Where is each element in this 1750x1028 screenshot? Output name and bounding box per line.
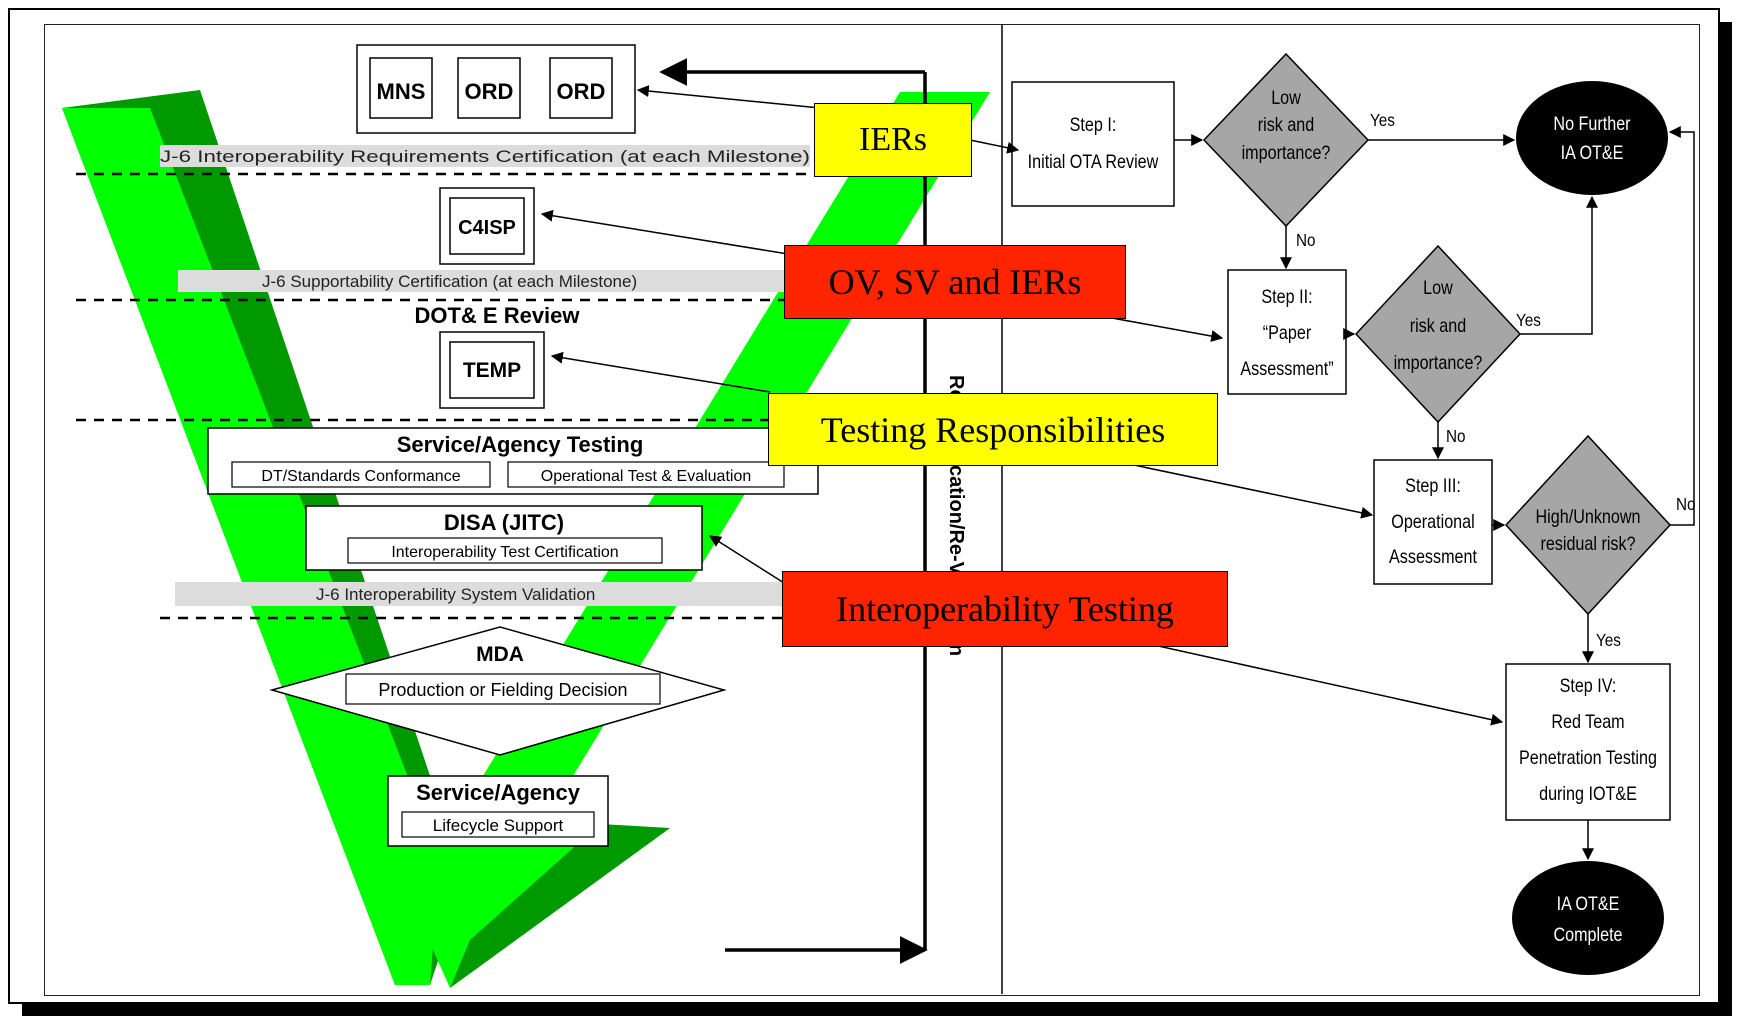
doc-mns-frame [369, 57, 433, 119]
decision2-line1: Low [1423, 277, 1453, 299]
recert-loop [659, 58, 928, 964]
decision1-line2: risk and [1258, 114, 1315, 136]
doc-ord-1: ORD [465, 79, 514, 104]
decision3-line1: High/Unknown [1536, 506, 1641, 528]
disa-sub: Interoperability Test Certification [391, 544, 618, 561]
step3-box [1373, 459, 1493, 585]
lifecycle-sub-box [401, 811, 595, 838]
bar-j6-requirements: J-6 Interoperability Requirements Certif… [160, 147, 810, 166]
label-no-3: No [1676, 494, 1696, 514]
end-complete-line1: IA OT&E [1557, 893, 1620, 915]
step1-line1: Step I: [1070, 114, 1117, 136]
doc-mns: MNS [377, 79, 426, 104]
label-yes-3: Yes [1596, 630, 1621, 650]
decision1-line3: importance? [1242, 142, 1331, 164]
end-no-further-line2: IA OT&E [1561, 142, 1624, 164]
disa-sub-box [347, 537, 663, 564]
decision3-line2: residual risk? [1540, 533, 1635, 555]
service-testing-sub2: Operational Test & Evaluation [541, 468, 752, 485]
step4-line1: Step IV: [1560, 675, 1617, 697]
decision1-diamond [1202, 52, 1370, 228]
mda-title: MDA [476, 643, 524, 666]
step2-line3: Assessment” [1240, 358, 1333, 380]
bar-j6-requirements-bg [160, 145, 810, 167]
flow-connectors [1174, 126, 1695, 861]
c4isp-inner [449, 197, 525, 255]
callout-interoperability-testing: Interoperability Testing [782, 571, 1228, 647]
step1-box [1011, 81, 1175, 207]
decision2-line2: risk and [1410, 315, 1467, 337]
doc-ord-2: ORD [557, 79, 606, 104]
step4-line4: during IOT&E [1539, 783, 1637, 805]
step2-line1: Step II: [1261, 286, 1312, 308]
step3-line2: Operational [1391, 511, 1474, 533]
lifecycle-sub: Lifecycle Support [433, 816, 564, 835]
callout-ov-sv-iers: OV, SV and IERs [784, 245, 1126, 319]
step2-line2: “Paper [1263, 322, 1312, 344]
step3-line1: Step III: [1405, 475, 1461, 497]
v-arrow-shade [450, 824, 670, 988]
label-yes-2: Yes [1516, 310, 1541, 330]
callout-iers: IERs [814, 103, 972, 177]
step4-line2: Red Team [1551, 711, 1624, 733]
bar-j6-supportability: J-6 Supportability Certification (at eac… [262, 272, 637, 291]
lifecycle-title: Service/Agency [416, 780, 581, 805]
disa-title: DISA (JITC) [444, 510, 564, 535]
mda-sub-box [345, 673, 661, 705]
label-yes-1: Yes [1370, 110, 1395, 130]
label-no-1: No [1296, 230, 1316, 250]
end-complete [1512, 861, 1664, 975]
step3-line3: Assessment [1389, 546, 1477, 568]
end-complete-line2: Complete [1553, 924, 1622, 946]
step1-line2: Initial OTA Review [1028, 151, 1159, 173]
decision2-line3: importance? [1394, 352, 1483, 374]
service-testing-sub2-box [507, 461, 785, 488]
temp-inner [449, 341, 535, 399]
v-light-left [62, 108, 440, 985]
c4isp-label: C4ISP [458, 217, 516, 239]
step4-line3: Penetration Testing [1519, 747, 1657, 769]
doc-ord1-frame [457, 57, 521, 119]
service-testing-sub1-box [231, 461, 491, 488]
callout-testing-responsibilities: Testing Responsibilities [768, 393, 1218, 466]
end-no-further [1516, 81, 1668, 195]
service-testing-sub1: DT/Standards Conformance [261, 468, 460, 485]
dote-review: DOT& E Review [414, 303, 580, 328]
doc-ord2-frame [549, 57, 613, 119]
step2-box [1227, 269, 1347, 395]
decision1-line1: Low [1271, 87, 1301, 109]
end-no-further-line1: No Further [1553, 113, 1630, 135]
bar-j6-validation-bg [175, 582, 810, 606]
mda-sub: Production or Fielding Decision [378, 680, 627, 700]
bar-j6-supportability-bg [178, 270, 810, 292]
label-no-2: No [1446, 426, 1466, 446]
bar-j6-validation: J-6 Interoperability System Validation [316, 585, 595, 604]
temp-label: TEMP [463, 359, 521, 382]
dashed-separators [76, 172, 810, 620]
service-testing-title: Service/Agency Testing [397, 432, 644, 457]
